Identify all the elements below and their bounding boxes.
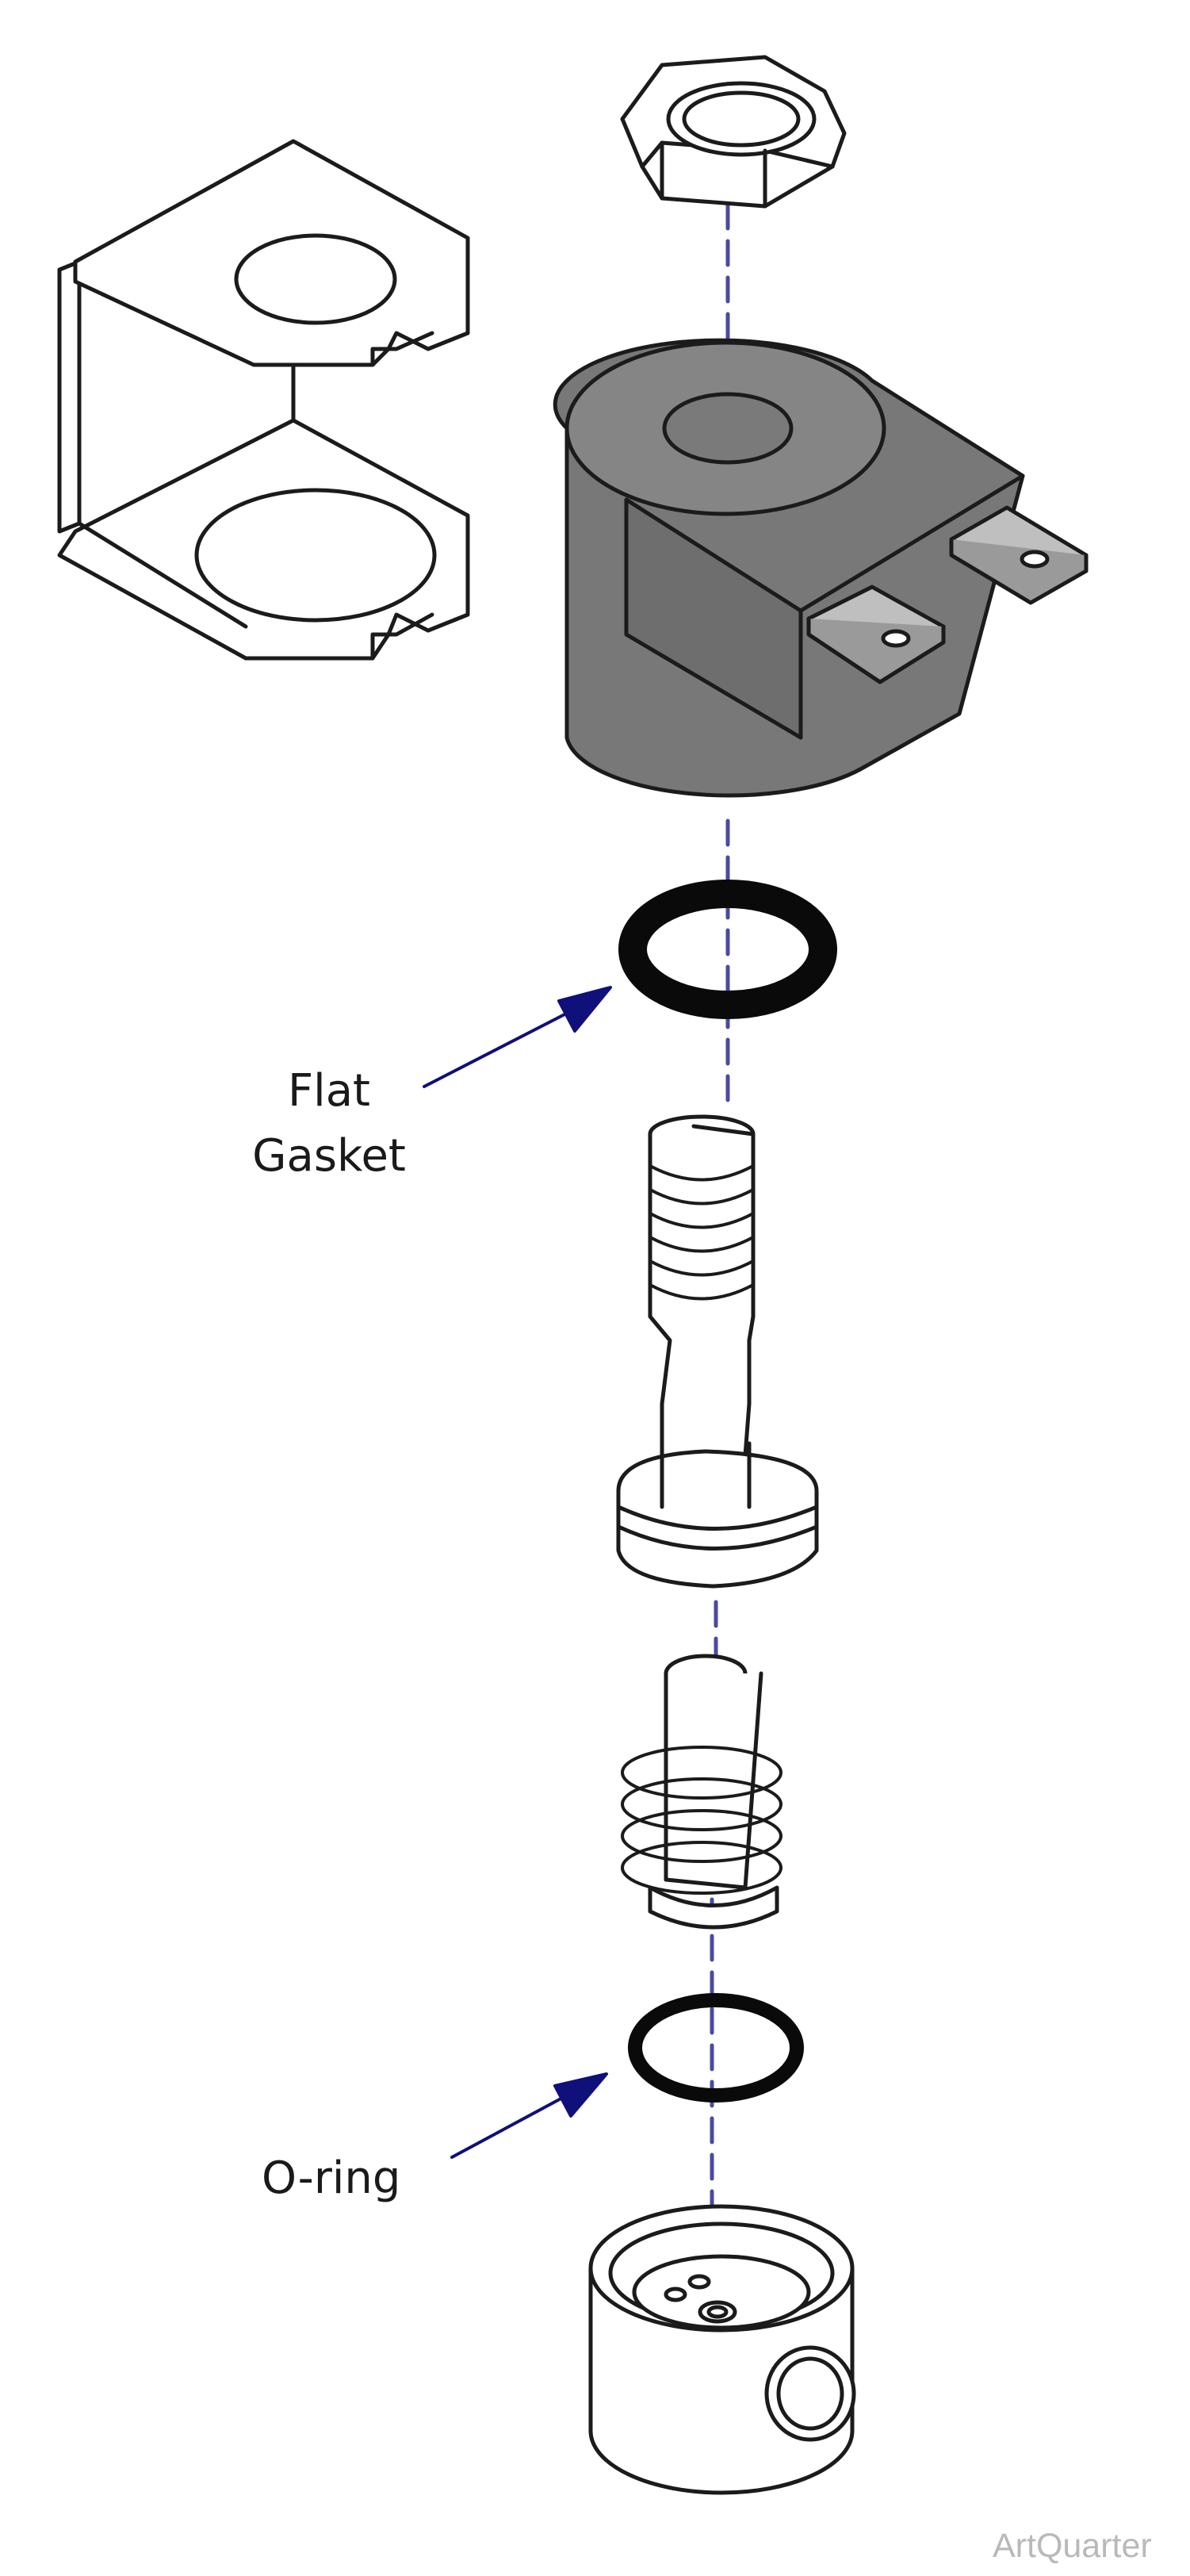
flat-gasket-label-line1: Flat [287,1065,371,1117]
solenoid-coil [553,338,1089,798]
nut [620,55,847,209]
o-ring [628,1993,804,2103]
mounting-bracket [57,139,470,661]
callout-arrows [423,986,612,2159]
valve-body [588,2204,856,2495]
flat-gasket [618,880,837,1019]
flat-gasket-label: Flat Gasket [230,1059,428,1189]
watermark: ArtQuarter [993,2527,1152,2565]
o-ring-label: O-ring [262,2152,401,2204]
armature-tube [616,1114,819,1589]
plunger-with-spring [621,1654,782,1930]
flat-gasket-label-line2: Gasket [252,1130,406,1182]
